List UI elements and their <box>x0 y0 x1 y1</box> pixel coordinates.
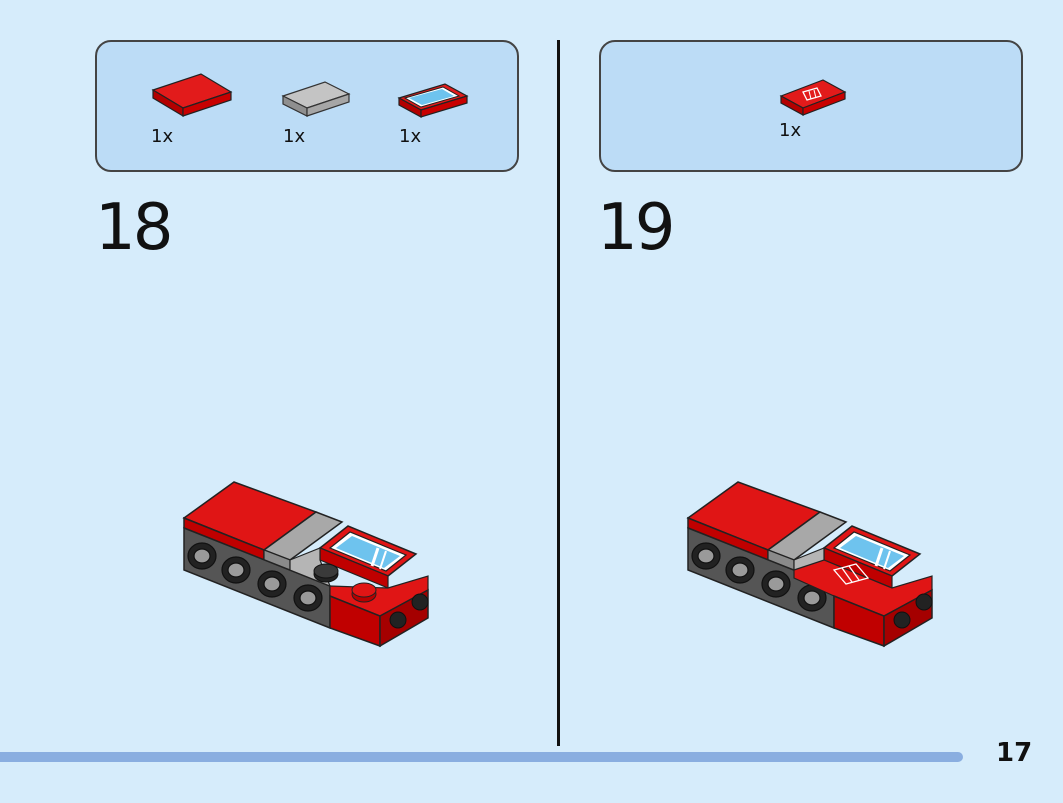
windshield-printed-tile-icon <box>397 83 469 119</box>
step-number-19: 19 <box>597 191 675 265</box>
step-19-model-illustration <box>686 481 933 648</box>
step-number-18: 18 <box>95 191 173 265</box>
red-2x2-tile-icon <box>151 73 233 118</box>
parts-callout-step-18: 1x 1x 1x <box>95 40 519 172</box>
step-divider <box>557 40 560 746</box>
part-quantity: 1x <box>399 126 422 147</box>
gray-1x2-tile-icon <box>281 81 351 117</box>
step-18-model-illustration <box>182 481 429 648</box>
part-quantity: 1x <box>151 126 174 147</box>
parts-callout-step-19: 1x <box>599 40 1023 172</box>
progress-bar <box>0 752 963 762</box>
page-number: 17 <box>996 738 1033 768</box>
part-quantity: 1x <box>779 120 802 141</box>
red-printed-tile-icon <box>779 79 847 117</box>
part-quantity: 1x <box>283 126 306 147</box>
